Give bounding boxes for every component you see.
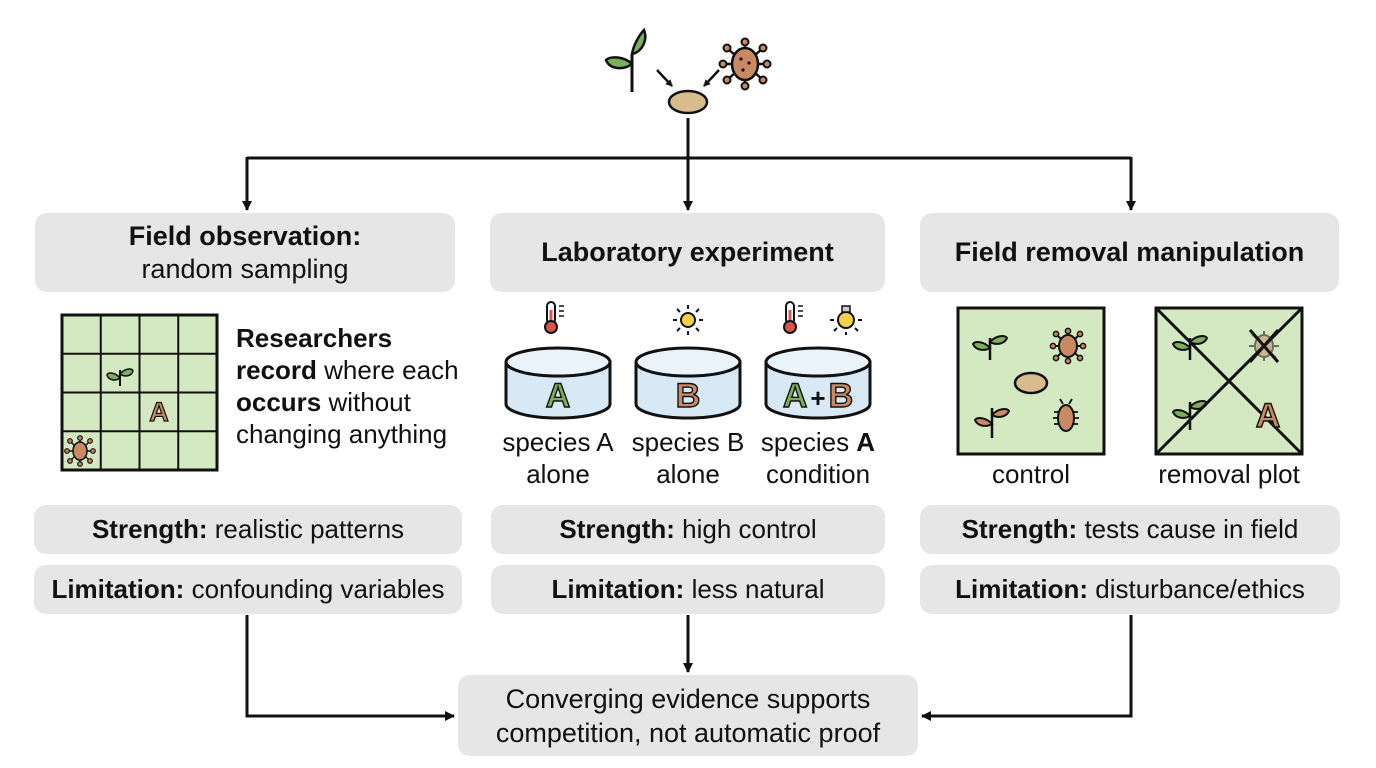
grid-species-letter: A: [149, 396, 170, 427]
insect-icon: [718, 37, 772, 91]
plant-icon: [1171, 400, 1209, 430]
container-species-b: [634, 346, 742, 420]
method-title-bold: Laboratory experiment: [541, 237, 834, 267]
strength-box: Strength: realistic patterns: [34, 505, 462, 554]
lightbulb-icon: [830, 305, 862, 335]
limitation-box: Limitation: less natural: [491, 565, 885, 614]
description-line: changing anything: [236, 419, 448, 449]
thermometer-icon: [783, 301, 803, 334]
conclusion-box: Converging evidence supports competition…: [458, 675, 918, 756]
description-line: record where each: [236, 355, 459, 385]
method-title-subtitle: random sampling: [141, 253, 349, 284]
removal-plot-letter: A: [1255, 396, 1281, 435]
removal-plot: [1154, 306, 1304, 456]
converge-arrows: [245, 615, 1133, 721]
plot-caption-removal: removal plot: [1158, 459, 1300, 489]
insect-icon: [1049, 327, 1087, 365]
container-caption-condition: species A condition: [760, 427, 876, 489]
conclusion-line: Converging evidence supports: [505, 683, 871, 714]
grid-plant-icon: [106, 368, 134, 386]
arrow-left-to-conclusion: [245, 615, 455, 721]
container-letter-b: B: [675, 376, 701, 415]
plant-icon: [971, 335, 1009, 360]
container-caption-species-a: species A alone: [502, 427, 614, 489]
conclusion-line: competition, not automatic proof: [495, 717, 881, 748]
resource-seed-icon: [667, 89, 709, 115]
description-line: occurs without: [236, 387, 411, 417]
plant-icon: [604, 27, 647, 92]
description-line: Researchers: [236, 323, 393, 353]
container-species-a-plus-b: [764, 346, 872, 420]
arrow-right-to-conclusion: [921, 615, 1133, 721]
field-observation-description: Researchers record where each occurs wit…: [236, 322, 468, 450]
method-title-field-removal: Field removal manipulation: [920, 213, 1339, 292]
sun-icon: [673, 305, 703, 335]
container-letters-a-plus-b: A+B: [782, 376, 854, 415]
strength-box: Strength: high control: [491, 505, 885, 554]
method-title-field-observation: Field observation: random sampling: [35, 213, 455, 292]
control-plot: [956, 306, 1106, 456]
branch-arrows: [242, 118, 1136, 211]
resource-seed-icon: [1013, 371, 1049, 395]
cross-out-lines: [1154, 306, 1304, 456]
limitation-box: Limitation: confounding variables: [34, 565, 462, 614]
limitation-box: Limitation: disturbance/ethics: [920, 565, 1340, 614]
beetle-icon: [1053, 398, 1079, 432]
method-title-bold: Field observation:: [128, 220, 362, 251]
plot-caption-control: control: [991, 459, 1071, 489]
lab-containers: [504, 301, 872, 420]
method-title-lab-experiment: Laboratory experiment: [490, 213, 885, 292]
thermometer-icon: [544, 301, 564, 334]
plant-icon: [973, 408, 1011, 438]
top-illustration: [604, 27, 772, 115]
sampling-grid: [60, 313, 219, 472]
grid-insect-icon: [64, 435, 96, 467]
container-species-a: [504, 346, 612, 420]
method-title-bold: Field removal manipulation: [954, 237, 1305, 267]
strength-box: Strength: tests cause in field: [920, 505, 1340, 554]
container-letter-a: A: [545, 376, 571, 415]
container-caption-species-b: species B alone: [631, 427, 745, 489]
